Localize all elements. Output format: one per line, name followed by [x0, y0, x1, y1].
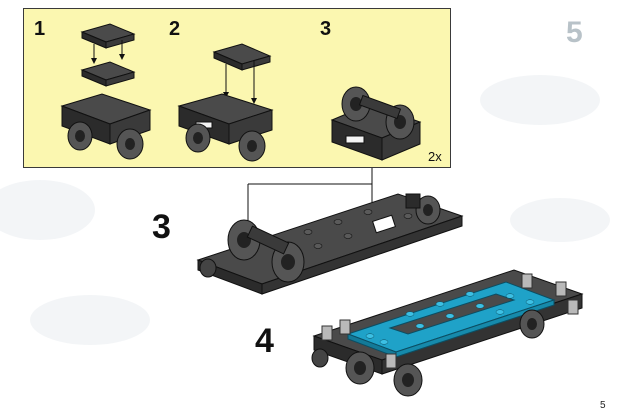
substep-number-1: 1	[34, 18, 46, 40]
step-4-illustration	[311, 269, 584, 397]
page-number: 5	[600, 400, 606, 411]
substep-number-2: 2	[169, 18, 181, 40]
wheel-icon	[415, 195, 441, 225]
substep-number-3: 3	[320, 18, 332, 40]
subassembly-panel: 1 2 3 2x	[23, 8, 451, 168]
ghost-page-number: 5	[566, 16, 583, 49]
substep-1-illustration	[60, 23, 152, 160]
step-number-3: 3	[152, 208, 171, 246]
wheel-icon	[345, 309, 545, 397]
step-3-illustration	[196, 193, 464, 295]
substep-3-illustration	[330, 86, 422, 161]
wheel-icon	[67, 121, 144, 160]
wheel-icon	[185, 123, 266, 162]
multiplier-label: 2x	[428, 149, 442, 164]
plate-icon	[346, 281, 556, 358]
substep-2-illustration	[177, 43, 274, 162]
arrow-down-icon	[91, 40, 125, 64]
step-number-4: 4	[255, 322, 274, 360]
